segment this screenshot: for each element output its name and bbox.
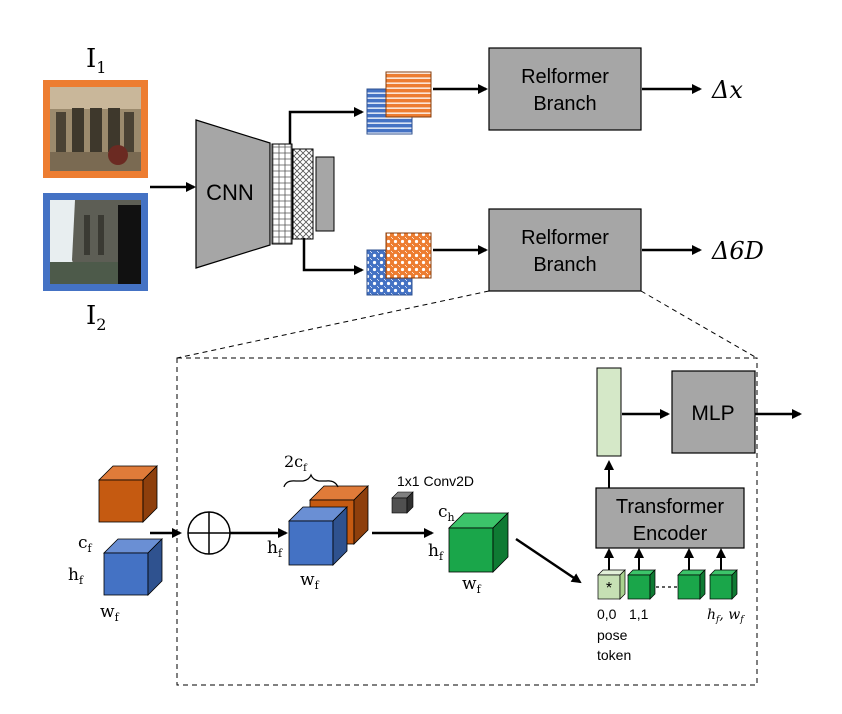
pose-output-vector (596, 367, 622, 457)
mlp-label: MLP (691, 402, 734, 425)
arrow-cnn-to-branch2-features (302, 238, 364, 275)
zoom-line-right (640, 290, 758, 359)
label-ch: ch (438, 502, 455, 524)
concat-brace (283, 473, 339, 488)
conv-kernel-cube (391, 491, 414, 514)
token-1-1 (627, 569, 656, 600)
relformer-branch-2-label-line2: Branch (533, 254, 596, 276)
arrow-cube-to-tokens (515, 537, 582, 584)
label-hf: hf (68, 565, 84, 587)
input-cube-blue (103, 538, 163, 596)
output-delta-6d: Δ6D (711, 237, 764, 265)
transformer-encoder (595, 487, 745, 549)
image2-thumbnail (43, 193, 148, 291)
cnn-stage-3 (315, 156, 335, 232)
cnn-backbone (195, 119, 271, 269)
token-n (709, 569, 738, 600)
token-index-1-1: 1,1 (629, 606, 649, 622)
relformer-branch-2 (488, 208, 642, 292)
feature-maps-branch-2 (366, 232, 432, 296)
token-index-0-0: 0,0 (597, 606, 617, 622)
concatenated-feature-cube (288, 485, 369, 566)
token-index-hf-wf: hf, wf (707, 607, 745, 625)
input-cube-orange (98, 465, 158, 523)
token-n-1 (677, 569, 706, 600)
label-wf: wf (100, 602, 120, 624)
pose-token-star: * (606, 580, 612, 597)
image2-label: I2 (86, 301, 106, 334)
relformer-branch-2-label-line1: Relformer (521, 227, 609, 249)
feature-maps-branch-1 (366, 71, 432, 135)
concat-operator-icon (187, 511, 231, 555)
relformer-branch-1-label-line2: Branch (533, 93, 596, 115)
transformer-encoder-label-line2: Encoder (633, 523, 708, 545)
label-wf-concat: wf (300, 570, 320, 592)
cnn-stage-2 (292, 148, 314, 240)
output-delta-x: Δx (711, 76, 743, 104)
cnn-stage-1 (271, 143, 293, 245)
label-2cf: 2cf (284, 452, 308, 474)
pose-token-label-line1: pose (597, 627, 628, 643)
label-cf: cf (78, 533, 93, 555)
transformer-encoder-label-line1: Transformer (616, 496, 725, 518)
pose-token-label-line2: token (597, 647, 631, 663)
relformer-branch-1 (488, 47, 642, 131)
projected-feature-cube (448, 512, 509, 573)
image1-label: I1 (86, 44, 106, 77)
label-wf-green: wf (462, 574, 482, 596)
image1-thumbnail (43, 80, 148, 178)
label-hf-concat: hf (267, 538, 283, 560)
arrow-cnn-to-branch1-features (288, 107, 364, 144)
conv-label: 1x1 Conv2D (397, 473, 474, 489)
mlp-block (671, 370, 756, 454)
cnn-label: CNN (206, 180, 254, 205)
relformer-branch-1-label-line1: Relformer (521, 66, 609, 88)
label-hf-green: hf (428, 541, 444, 563)
zoom-line-left (176, 290, 490, 359)
pose-token (597, 569, 626, 600)
detail-panel (176, 357, 758, 686)
